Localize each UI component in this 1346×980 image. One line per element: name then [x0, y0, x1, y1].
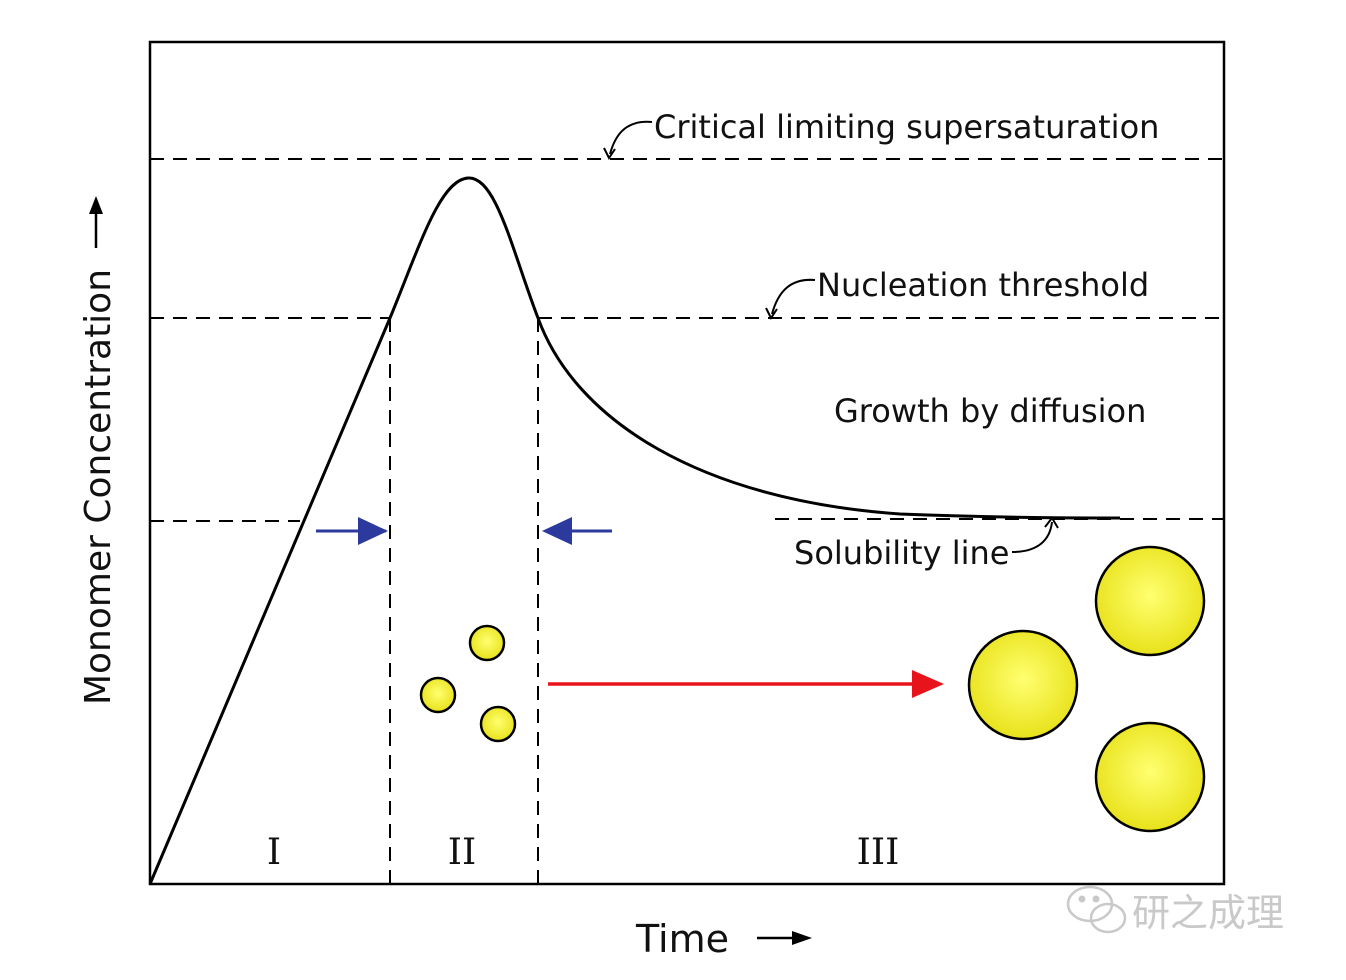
large-particle: [1094, 545, 1206, 657]
small-particle: [468, 624, 506, 662]
small-particle: [419, 676, 457, 714]
growth-by-diffusion-label: Growth by diffusion: [834, 392, 1146, 430]
stage-label-3: III: [857, 832, 900, 873]
nucleation-pointer-icon: [771, 278, 816, 315]
solubility-pointer-icon: [1011, 521, 1053, 553]
nucleation-threshold-label: Nucleation threshold: [817, 266, 1149, 304]
x-axis-label: Time: [635, 917, 729, 961]
watermark-text: 研之成理: [1132, 891, 1284, 935]
large-particle: [1094, 721, 1206, 833]
critical-pointer-icon: [609, 120, 653, 155]
y-axis-label: Monomer Concentration: [78, 269, 119, 705]
stage-label-2: II: [448, 832, 476, 873]
wechat-icon: [1066, 885, 1127, 934]
critical-supersaturation-label: Critical limiting supersaturation: [654, 108, 1159, 146]
small-particle: [479, 705, 517, 743]
stage-label-1: I: [267, 832, 281, 873]
large-particle: [967, 629, 1079, 741]
plot-frame: [148, 40, 1226, 886]
concentration-curve: [148, 176, 1121, 885]
solubility-line-label: Solubility line: [794, 534, 1009, 572]
